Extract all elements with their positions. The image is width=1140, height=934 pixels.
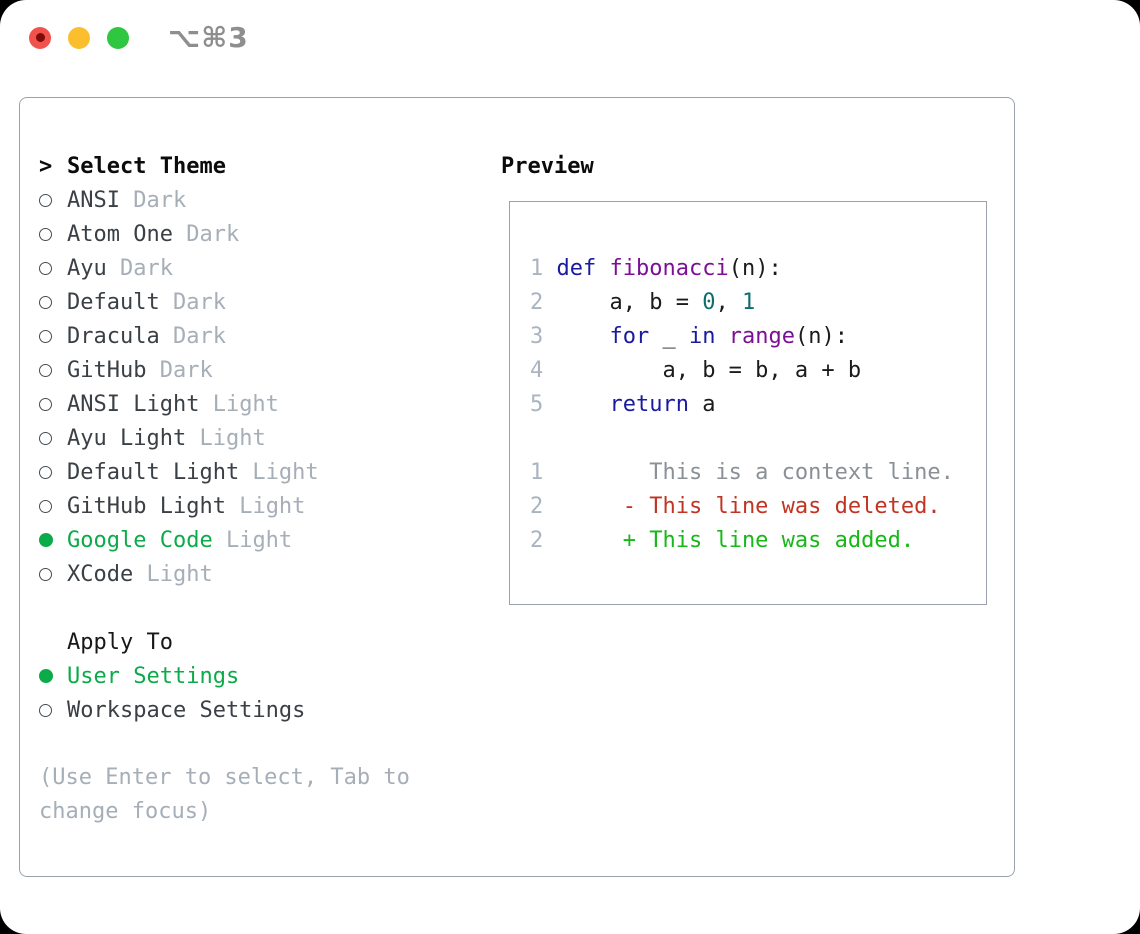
option-label: Default Light Light (67, 459, 319, 485)
theme-option-default-light[interactable]: Default Light Light (39, 455, 501, 489)
theme-option-ayu[interactable]: Ayu Dark (39, 251, 501, 285)
option-label: ANSI Dark (67, 187, 187, 213)
radio-icon (39, 397, 67, 411)
line-number: 4 (530, 358, 544, 383)
code-line: 2 a, b = 0, 1 (530, 290, 756, 315)
radio-circle (39, 431, 52, 445)
preview-box: 1 def fibonacci(n): 2 a, b = 0, 1 3 for _ … (509, 201, 987, 605)
radio-circle (39, 295, 52, 309)
theme-option-ansi[interactable]: ANSI Dark (39, 183, 501, 217)
radio-circle (39, 669, 53, 683)
spacer (39, 591, 501, 625)
option-label: XCode Light (67, 561, 213, 587)
preview-title: Preview (501, 153, 594, 179)
code-line: 2 + This line was added. (530, 528, 915, 553)
option-label: Ayu Dark (67, 255, 173, 281)
code-line: 1 def fibonacci(n): (530, 256, 782, 281)
theme-option-ayu-light[interactable]: Ayu Light Light (39, 421, 501, 455)
apply-to-label: Apply To (67, 629, 173, 655)
option-label: Google Code Light (67, 527, 293, 553)
radio-selected-icon (39, 669, 67, 683)
theme-option-github-light[interactable]: GitHub Light Light (39, 489, 501, 523)
radio-icon (39, 329, 67, 343)
radio-circle (39, 703, 52, 717)
maximize-button[interactable] (107, 26, 129, 49)
select-theme-header: > Select Theme (39, 149, 501, 183)
radio-circle (39, 465, 52, 479)
theme-option-google-code[interactable]: Google Code Light (39, 523, 501, 557)
theme-option-ansi-light[interactable]: ANSI Light Light (39, 387, 501, 421)
radio-icon (39, 567, 67, 581)
line-number: 5 (530, 392, 544, 417)
option-label: GitHub Light Light (67, 493, 306, 519)
theme-option-xcode[interactable]: XCode Light (39, 557, 501, 591)
code-line: 4 a, b = b, a + b (530, 358, 862, 383)
blank-line (530, 422, 986, 456)
help-text: (Use Enter to select, Tab to change focu… (39, 765, 410, 824)
radio-circle (39, 227, 52, 241)
theme-option-dracula[interactable]: Dracula Dark (39, 319, 501, 353)
apply-option-workspace-settings[interactable]: Workspace Settings (39, 693, 501, 727)
line-number: 2 (530, 494, 544, 519)
option-label: GitHub Dark (67, 357, 213, 383)
radio-icon (39, 431, 67, 445)
option-label: Default Dark (67, 289, 226, 315)
radio-circle (39, 499, 52, 513)
radio-circle (39, 329, 52, 343)
code-line: 1 This is a context line. (530, 460, 954, 485)
line-number: 1 (530, 460, 544, 485)
code-line: 2 - This line was deleted. (530, 494, 941, 519)
radio-circle (39, 533, 53, 547)
close-button[interactable] (29, 26, 51, 49)
line-number: 2 (530, 290, 544, 315)
line-number: 2 (530, 528, 544, 553)
option-label: Ayu Light Light (67, 425, 266, 451)
traffic-lights (29, 26, 129, 49)
radio-circle (39, 567, 52, 581)
radio-selected-icon (39, 533, 67, 547)
apply-option-user-settings[interactable]: User Settings (39, 659, 501, 693)
line-number: 3 (530, 324, 544, 349)
preview-header: Preview (501, 149, 995, 183)
radio-circle (39, 397, 52, 411)
minimize-button[interactable] (68, 26, 90, 49)
code-line: 5 return a (530, 392, 716, 417)
radio-icon (39, 703, 67, 717)
radio-circle (39, 363, 52, 377)
radio-circle (39, 193, 52, 207)
radio-icon (39, 261, 67, 275)
radio-icon (39, 295, 67, 309)
theme-option-github[interactable]: GitHub Dark (39, 353, 501, 387)
line-number: 1 (530, 256, 544, 281)
option-label: Dracula Dark (67, 323, 226, 349)
preview-pane: Preview 1 def fibonacci(n): 2 a, b = 0, 1… (501, 149, 995, 876)
spacer (39, 727, 501, 761)
code-preview: 1 def fibonacci(n): 2 a, b = 0, 1 3 for _ … (530, 252, 986, 558)
radio-icon (39, 465, 67, 479)
radio-icon (39, 227, 67, 241)
option-label: User Settings (67, 663, 240, 689)
radio-icon (39, 193, 67, 207)
cursor-indicator-icon: > (39, 153, 53, 179)
select-theme-title: Select Theme (67, 153, 226, 179)
option-label: ANSI Light Light (67, 391, 279, 417)
theme-option-default[interactable]: Default Dark (39, 285, 501, 319)
code-line: 3 for _ in range(n): (530, 324, 848, 349)
titlebar: ⌥⌘3 (0, 0, 1140, 75)
radio-icon (39, 499, 67, 513)
option-label: Atom One Dark (67, 221, 240, 247)
unsaved-dot-icon (35, 33, 45, 42)
radio-icon (39, 363, 67, 377)
option-label: Workspace Settings (67, 697, 306, 723)
radio-circle (39, 261, 52, 275)
window-title: ⌥⌘3 (168, 21, 249, 54)
theme-option-atom-one[interactable]: Atom One Dark (39, 217, 501, 251)
apply-to-header: Apply To (39, 625, 501, 659)
